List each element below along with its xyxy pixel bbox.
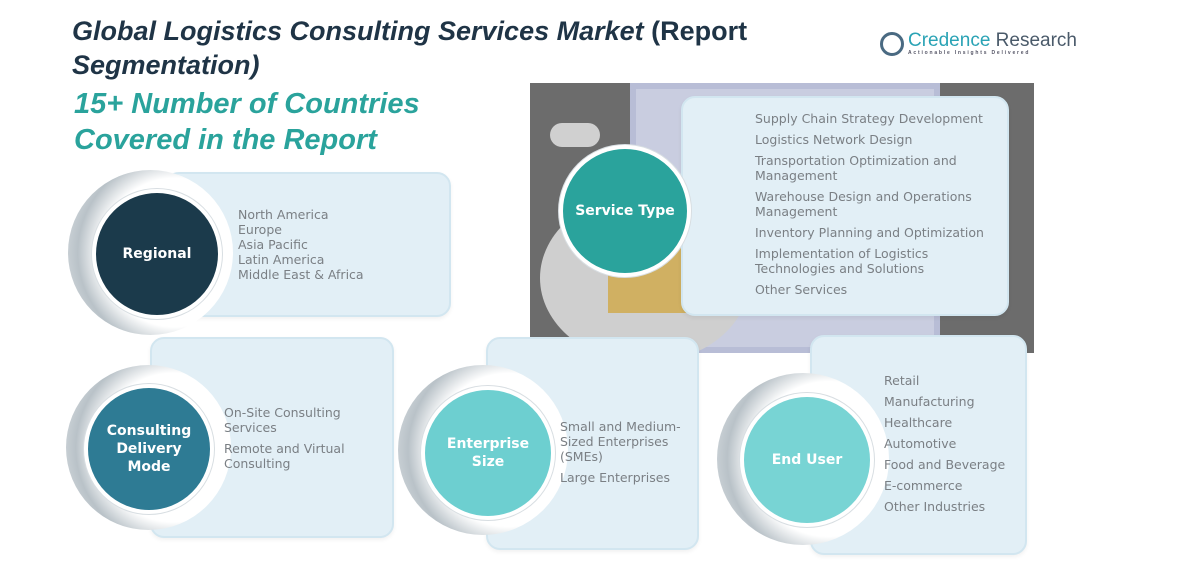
service-type-card xyxy=(681,96,1009,316)
title-paren: (Report xyxy=(651,16,748,46)
logo-name-b: Research xyxy=(990,30,1077,51)
regional-circle: Regional xyxy=(92,189,222,319)
list-item: Healthcare xyxy=(884,415,953,430)
list-item: Middle East & Africa xyxy=(238,267,364,282)
list-item: Logistics Network Design xyxy=(755,132,913,147)
list-item: On-Site Consulting Services xyxy=(224,405,341,435)
logo-tagline: Actionable Insights Delivered xyxy=(908,50,1031,56)
list-item: Remote and Virtual Consulting xyxy=(224,441,345,471)
delivery-mode-list: On-Site Consulting Services Remote and V… xyxy=(224,405,374,477)
list-item: Retail xyxy=(884,373,920,388)
list-item: Small and Medium-Sized Enterprises (SMEs… xyxy=(560,419,681,464)
service-type-circle: Service Type xyxy=(559,145,691,277)
list-item: North America xyxy=(238,207,329,222)
speech-bubble-icon xyxy=(550,123,600,147)
list-item: Transportation Optimization and Manageme… xyxy=(755,153,957,183)
title-line2: Segmentation) xyxy=(72,50,260,80)
end-user-circle: End User xyxy=(740,393,874,527)
list-item: Food and Beverage xyxy=(884,457,1006,472)
title-main: Global Logistics Consulting Services Mar… xyxy=(72,16,652,46)
page-title: Global Logistics Consulting Services Mar… xyxy=(72,14,832,82)
list-item: Latin America xyxy=(238,252,325,267)
end-user-list: Retail Manufacturing Healthcare Automoti… xyxy=(884,373,1024,520)
list-item: Implementation of Logistics Technologies… xyxy=(755,246,929,276)
list-item: Other Services xyxy=(755,282,848,297)
list-item: Europe xyxy=(238,222,282,237)
subtitle: 15+ Number of Countries Covered in the R… xyxy=(74,88,420,156)
list-item: Automotive xyxy=(884,436,957,451)
delivery-mode-circle: Consulting Delivery Mode xyxy=(84,384,214,514)
list-item: Asia Pacific xyxy=(238,237,308,252)
enterprise-size-circle: Enterprise Size xyxy=(421,386,555,520)
credence-logo: Credence Research Actionable Insights De… xyxy=(880,30,1077,56)
regional-list: North America Europe Asia Pacific Latin … xyxy=(238,207,438,282)
service-type-list: Supply Chain Strategy Development Logist… xyxy=(755,111,995,303)
list-item: Large Enterprises xyxy=(560,470,670,485)
list-item: Manufacturing xyxy=(884,394,975,409)
list-item: E-commerce xyxy=(884,478,963,493)
logo-name-a: Credence xyxy=(908,30,991,51)
enterprise-size-list: Small and Medium-Sized Enterprises (SMEs… xyxy=(560,419,695,491)
list-item: Supply Chain Strategy Development xyxy=(755,111,983,126)
list-item: Other Industries xyxy=(884,499,986,514)
logo-chart-icon xyxy=(880,32,904,56)
list-item: Warehouse Design and Operations Manageme… xyxy=(755,189,972,219)
list-item: Inventory Planning and Optimization xyxy=(755,225,984,240)
